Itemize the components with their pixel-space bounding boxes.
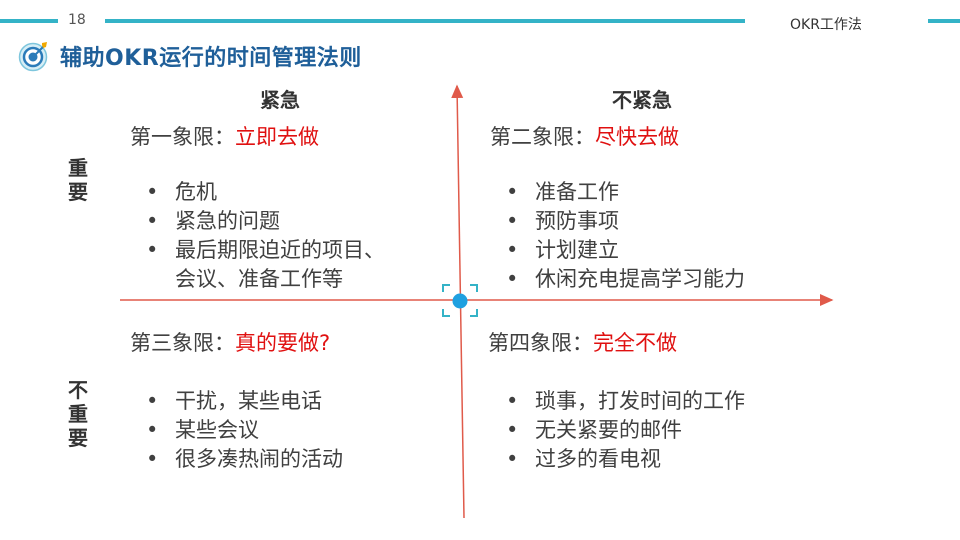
quadrant-2-title: 第二象限：尽快去做: [490, 121, 679, 151]
quadrant-4-action: 完全不做: [593, 331, 677, 355]
list-item: 紧急的问题: [142, 207, 385, 236]
row-header-important: 重要: [68, 156, 88, 204]
column-header-not-urgent: 不紧急: [612, 88, 672, 112]
target-icon: [18, 42, 48, 72]
selection-marker: [442, 284, 478, 317]
list-item: 很多凑热闹的活动: [142, 445, 343, 474]
header-bar-middle: [105, 19, 745, 23]
quadrant-4-title: 第四象限：完全不做: [488, 327, 677, 357]
header-bar-right: [928, 19, 960, 23]
quadrant-3-list: 干扰，某些电话 某些会议 很多凑热闹的活动: [142, 387, 343, 474]
quadrant-2-action: 尽快去做: [595, 125, 679, 149]
quadrant-4-list: 琐事，打发时间的工作 无关紧要的邮件 过多的看电视: [502, 387, 745, 474]
row-header-not-important: 不重要: [68, 378, 88, 450]
list-item-line: 最后期限迫近的项目、: [175, 238, 385, 262]
page-title: 辅助OKR运行的时间管理法则: [60, 46, 362, 71]
quadrant-1-title: 第一象限：立即去做: [130, 121, 319, 151]
list-item: 休闲充电提高学习能力: [502, 265, 745, 294]
brand-label: OKR工作法: [790, 17, 862, 33]
list-item: 琐事，打发时间的工作: [502, 387, 745, 416]
quadrant-1-label: 第一象限：: [130, 125, 235, 149]
header-bar-left: [0, 19, 58, 23]
list-item: 危机: [142, 178, 385, 207]
quadrant-1-action: 立即去做: [235, 125, 319, 149]
quadrant-2-list: 准备工作 预防事项 计划建立 休闲充电提高学习能力: [502, 178, 745, 294]
list-item: 某些会议: [142, 416, 343, 445]
quadrant-3-label: 第三象限：: [130, 331, 235, 355]
title-area: 辅助OKR运行的时间管理法则: [18, 40, 362, 72]
quadrant-3-action: 真的要做?: [235, 331, 331, 355]
axis-origin-dot: [452, 293, 468, 309]
quadrant-1-list: 危机 紧急的问题 最后期限迫近的项目、 会议、准备工作等: [142, 178, 385, 294]
list-item: 计划建立: [502, 236, 745, 265]
list-item: 干扰，某些电话: [142, 387, 343, 416]
list-item: 过多的看电视: [502, 445, 745, 474]
column-header-urgent: 紧急: [260, 88, 300, 112]
quadrant-3-title: 第三象限：真的要做?: [130, 327, 330, 357]
list-item: 预防事项: [502, 207, 745, 236]
list-item: 无关紧要的邮件: [502, 416, 745, 445]
page-number: 18: [68, 12, 86, 28]
list-item: 最后期限迫近的项目、 会议、准备工作等: [142, 236, 385, 294]
quadrant-4-label: 第四象限：: [488, 331, 593, 355]
quadrant-2-label: 第二象限：: [490, 125, 595, 149]
list-item: 准备工作: [502, 178, 745, 207]
list-item-line: 会议、准备工作等: [175, 267, 343, 291]
